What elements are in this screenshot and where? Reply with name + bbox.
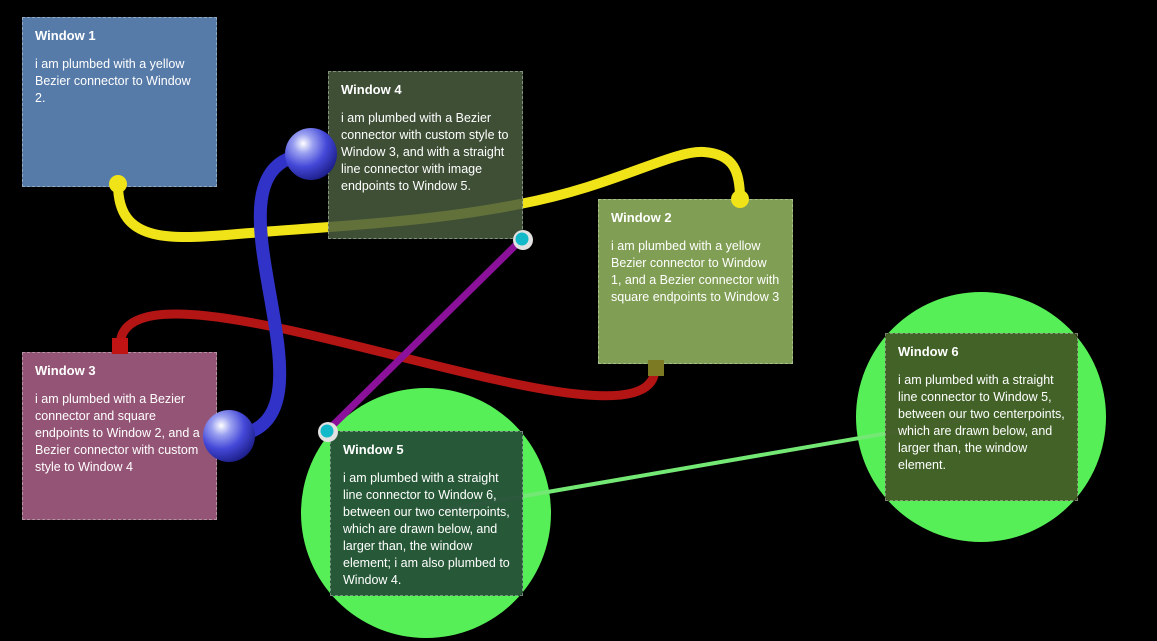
window-1[interactable]: Window 1 i am plumbed with a yellow Bezi… [22, 17, 217, 187]
window-5-title: Window 5 [343, 442, 404, 457]
window-5[interactable]: Window 5 i am plumbed with a straight li… [330, 431, 523, 596]
window-6-title: Window 6 [898, 344, 959, 359]
window-4-title: Window 4 [341, 82, 402, 97]
window-2-title: Window 2 [611, 210, 672, 225]
window-3-body: i am plumbed with a Bezier connector and… [35, 392, 200, 474]
connector-purple-straight-window4-window5[interactable] [323, 235, 526, 435]
window-4-body: i am plumbed with a Bezier connector wit… [341, 111, 509, 193]
window-1-title: Window 1 [35, 28, 96, 43]
window-5-body: i am plumbed with a straight line connec… [343, 471, 510, 587]
connector-blue-bezier-window4-window3[interactable] [222, 147, 318, 443]
window-3[interactable]: Window 3 i am plumbed with a Bezier conn… [22, 352, 217, 520]
window-2[interactable]: Window 2 i am plumbed with a yellow Bezi… [598, 199, 793, 364]
window-1-body: i am plumbed with a yellow Bezier connec… [35, 57, 191, 105]
connector-red-bezier-window3-window2[interactable] [115, 309, 660, 401]
window-4[interactable]: Window 4 i am plumbed with a Bezier conn… [328, 71, 523, 239]
window-6-body: i am plumbed with a straight line connec… [898, 373, 1065, 472]
window-2-body: i am plumbed with a yellow Bezier connec… [611, 239, 780, 304]
window-3-title: Window 3 [35, 363, 96, 378]
window-6[interactable]: Window 6 i am plumbed with a straight li… [885, 333, 1078, 501]
